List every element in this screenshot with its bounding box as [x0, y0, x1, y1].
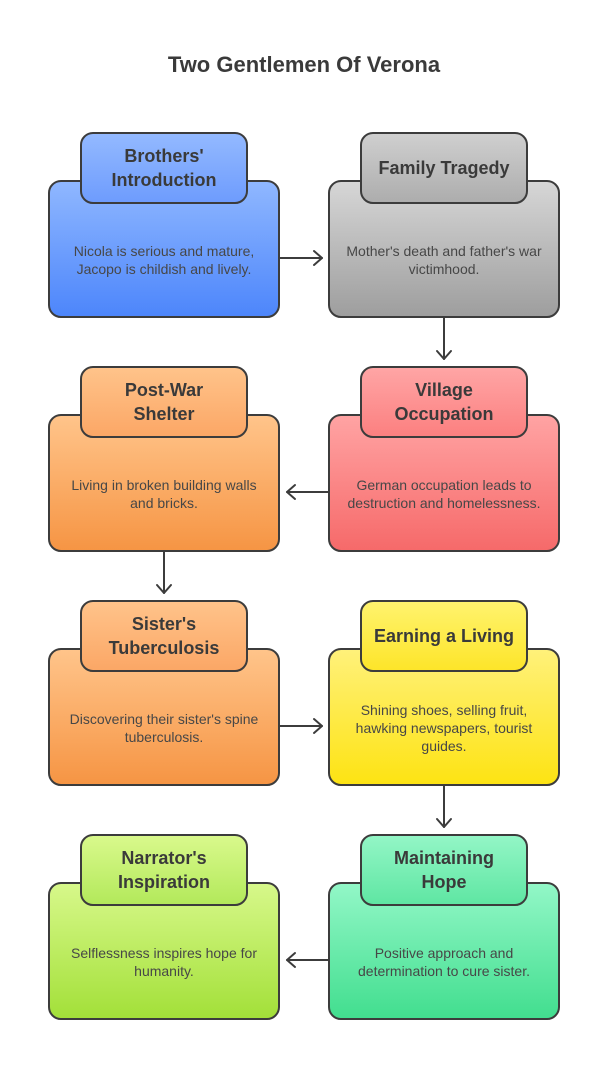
diagram-title: Two Gentlemen Of Verona [167, 52, 441, 77]
step-heading: Post-War Shelter [80, 366, 248, 438]
arrow-shelter-to-sister [156, 551, 172, 594]
step-heading: Earning a Living [360, 600, 528, 672]
step-description: Selflessness inspires hope for humanity. [71, 945, 257, 979]
step-heading: Maintaining Hope [360, 834, 528, 906]
step-heading: Family Tragedy [360, 132, 528, 204]
step-heading: Narrator's Inspiration [80, 834, 248, 906]
step-description: Living in broken building walls and bric… [71, 477, 257, 511]
step-description: Nicola is serious and mature, Jacopo is … [73, 243, 255, 277]
arrow-village-to-shelter [286, 484, 329, 500]
arrow-sister-to-earning [279, 718, 323, 734]
arrow-hope-to-narrator [286, 952, 329, 968]
step-description: Mother's death and father's war victimho… [346, 243, 542, 277]
arrow-family-to-village [436, 317, 452, 360]
arrow-earning-to-hope [436, 785, 452, 828]
step-description: Positive approach and determination to c… [358, 945, 530, 979]
step-description: German occupation leads to destruction a… [347, 477, 541, 511]
arrow-brothers-to-family [279, 250, 323, 266]
step-heading: Sister's Tuberculosis [80, 600, 248, 672]
step-heading: Village Occupation [360, 366, 528, 438]
step-description: Shining shoes, selling fruit, hawking ne… [355, 702, 533, 754]
step-description: Discovering their sister's spine tubercu… [69, 711, 259, 745]
step-heading: Brothers' Introduction [80, 132, 248, 204]
